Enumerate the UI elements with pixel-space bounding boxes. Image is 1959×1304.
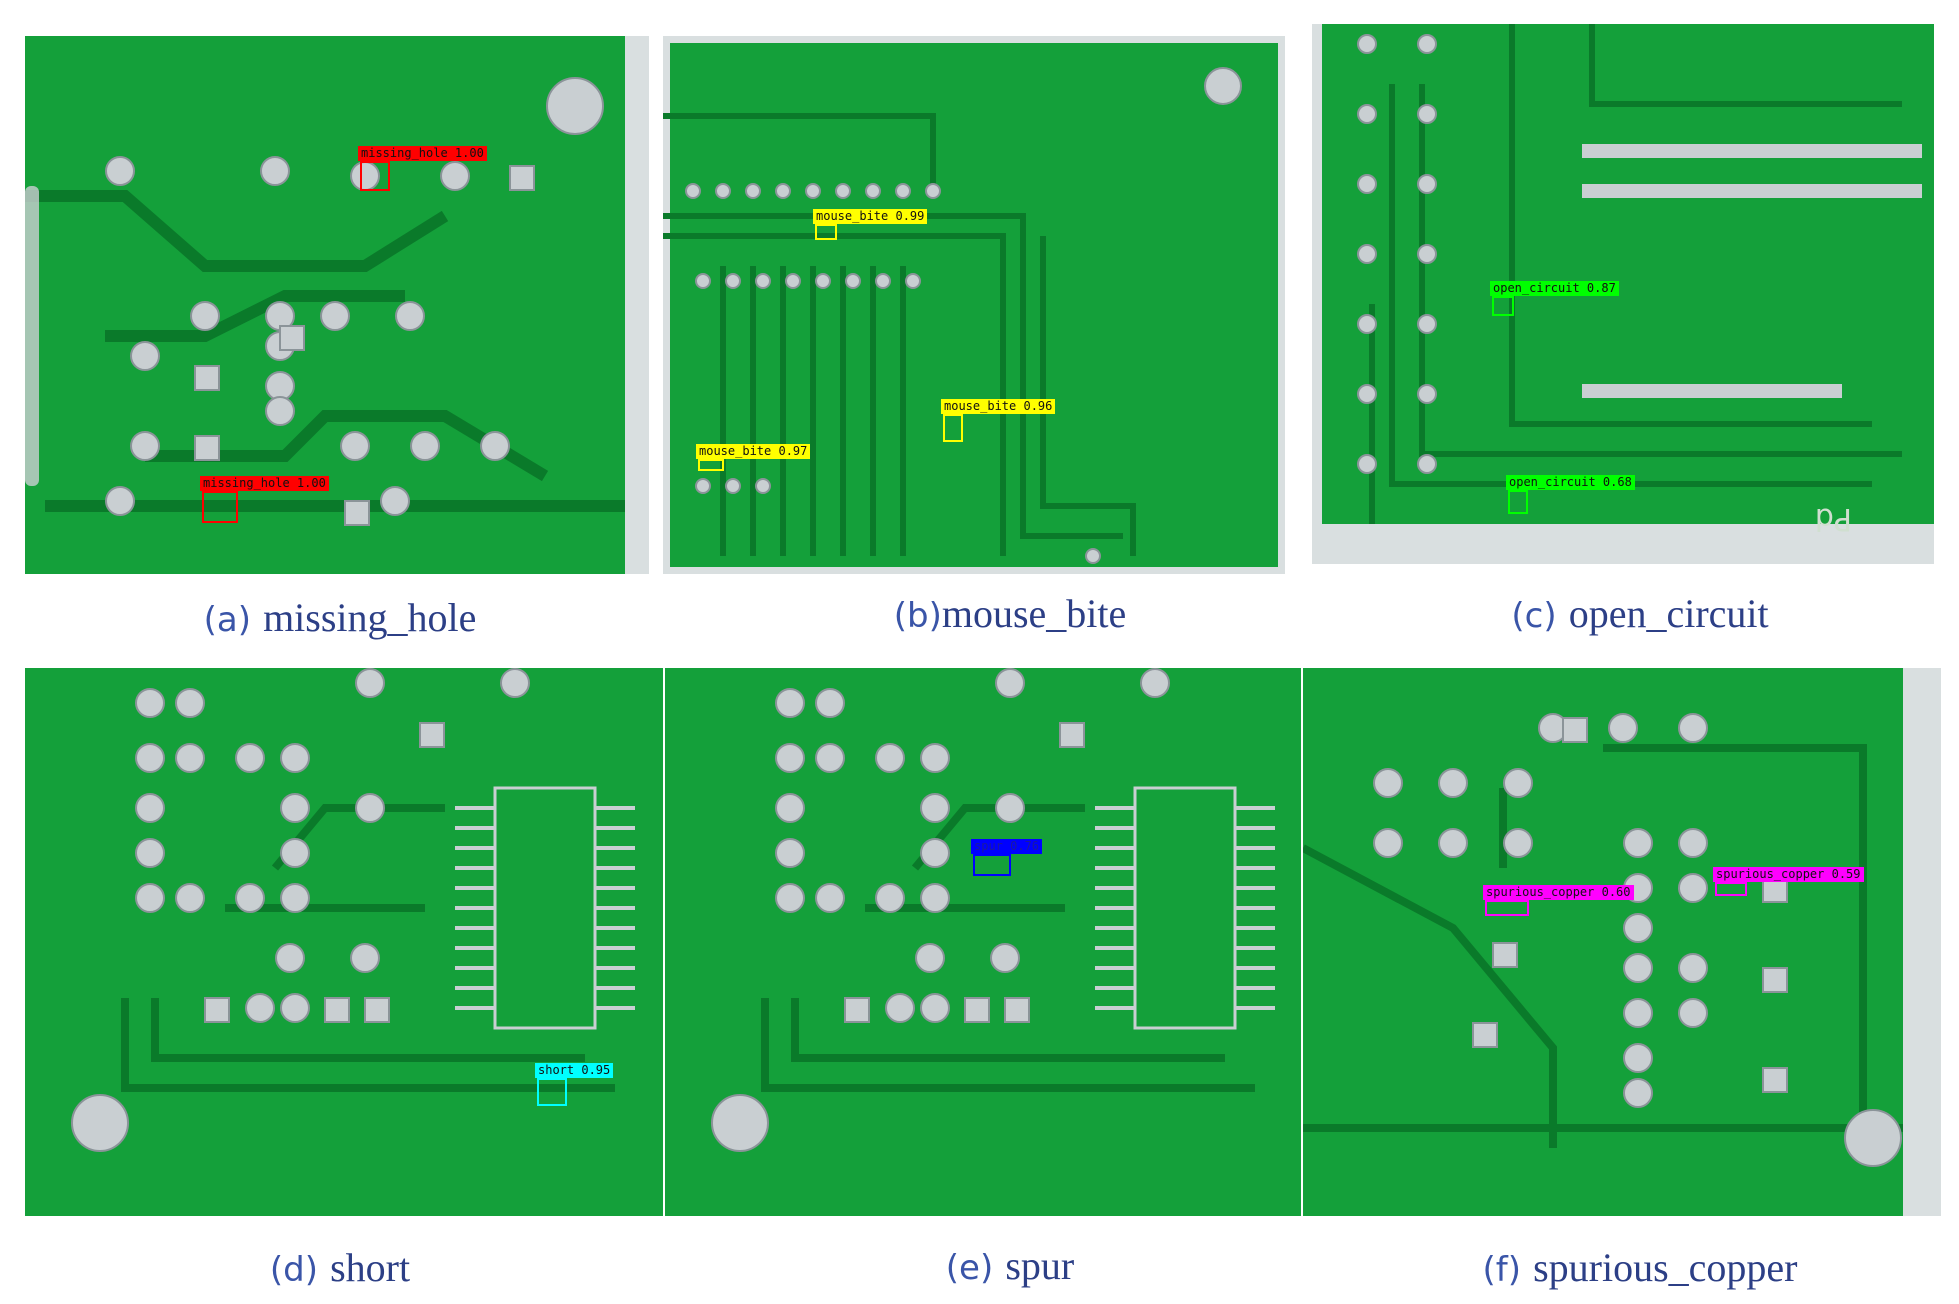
detection-box: missing_hole 1.00 xyxy=(200,476,329,523)
caption-name: missing_hole xyxy=(263,595,477,640)
detection-label: open_circuit 0.68 xyxy=(1506,475,1635,490)
detection-box: spurious_copper 0.59 xyxy=(1713,867,1864,896)
detection-label: mouse_bite 0.99 xyxy=(813,209,928,224)
pcb-image-open-circuit: Pd open_circuit 0.87 open_circuit 0.68 xyxy=(1312,24,1934,564)
detection-label: spur 0.76 xyxy=(971,839,1043,854)
detection-box: open_circuit 0.87 xyxy=(1490,281,1619,316)
detection-label: open_circuit 0.87 xyxy=(1490,281,1619,296)
detection-box: open_circuit 0.68 xyxy=(1506,475,1635,514)
silkscreen-text: Pd xyxy=(1815,501,1852,536)
caption-label: (d) xyxy=(269,1250,319,1290)
caption-label: (e) xyxy=(945,1248,994,1288)
pcb-board-graphic: Pd xyxy=(1312,24,1934,564)
caption-c: (c) open_circuit xyxy=(1400,588,1880,640)
detection-box: missing_hole 1.00 xyxy=(358,146,487,191)
pcb-image-spur: spur 0.76 xyxy=(665,668,1301,1216)
detection-box: short 0.95 xyxy=(535,1063,614,1106)
pcb-image-mouse-bite: mouse_bite 0.99 mouse_bite 0.96 mouse_bi… xyxy=(663,36,1285,574)
detection-box: spur 0.76 xyxy=(971,839,1043,876)
detection-box: mouse_bite 0.96 xyxy=(941,399,1056,442)
detection-label: missing_hole 1.00 xyxy=(200,476,329,491)
caption-name: mouse_bite xyxy=(941,591,1127,636)
caption-name: spurious_copper xyxy=(1533,1245,1798,1290)
caption-f: (f) spurious_copper xyxy=(1400,1242,1880,1294)
pcb-board-graphic xyxy=(663,36,1285,574)
detection-box: spurious_copper 0.60 xyxy=(1483,885,1634,916)
caption-name: open_circuit xyxy=(1568,591,1769,636)
caption-e: (e) spur xyxy=(770,1240,1250,1292)
pcb-board-graphic xyxy=(665,668,1301,1216)
detection-box: mouse_bite 0.97 xyxy=(696,444,811,471)
detection-label: missing_hole 1.00 xyxy=(358,146,487,161)
detection-label: spurious_copper 0.59 xyxy=(1713,867,1864,882)
caption-name: short xyxy=(330,1245,411,1290)
pcb-board-graphic xyxy=(25,668,663,1216)
caption-d: (d) short xyxy=(100,1242,580,1294)
detection-label: mouse_bite 0.96 xyxy=(941,399,1056,414)
detection-label: short 0.95 xyxy=(535,1063,614,1078)
pcb-board-graphic xyxy=(25,36,649,574)
detection-box: mouse_bite 0.99 xyxy=(813,209,928,240)
caption-label: (c) xyxy=(1511,596,1557,636)
pcb-image-missing-hole: missing_hole 1.00 missing_hole 1.00 xyxy=(25,36,649,574)
detection-label: spurious_copper 0.60 xyxy=(1483,885,1634,900)
detection-label: mouse_bite 0.97 xyxy=(696,444,811,459)
caption-name: spur xyxy=(1005,1243,1075,1288)
caption-label: (a) xyxy=(203,600,251,640)
pcb-image-spurious-copper: spurious_copper 0.60 spurious_copper 0.5… xyxy=(1303,668,1941,1216)
caption-label: (f) xyxy=(1482,1250,1522,1290)
caption-label: (b) xyxy=(893,596,942,636)
pcb-image-short: short 0.95 xyxy=(25,668,663,1216)
pcb-board-graphic xyxy=(1303,668,1941,1216)
caption-b: (b)mouse_bite xyxy=(770,588,1250,640)
caption-a: (a) missing_hole xyxy=(100,592,580,644)
